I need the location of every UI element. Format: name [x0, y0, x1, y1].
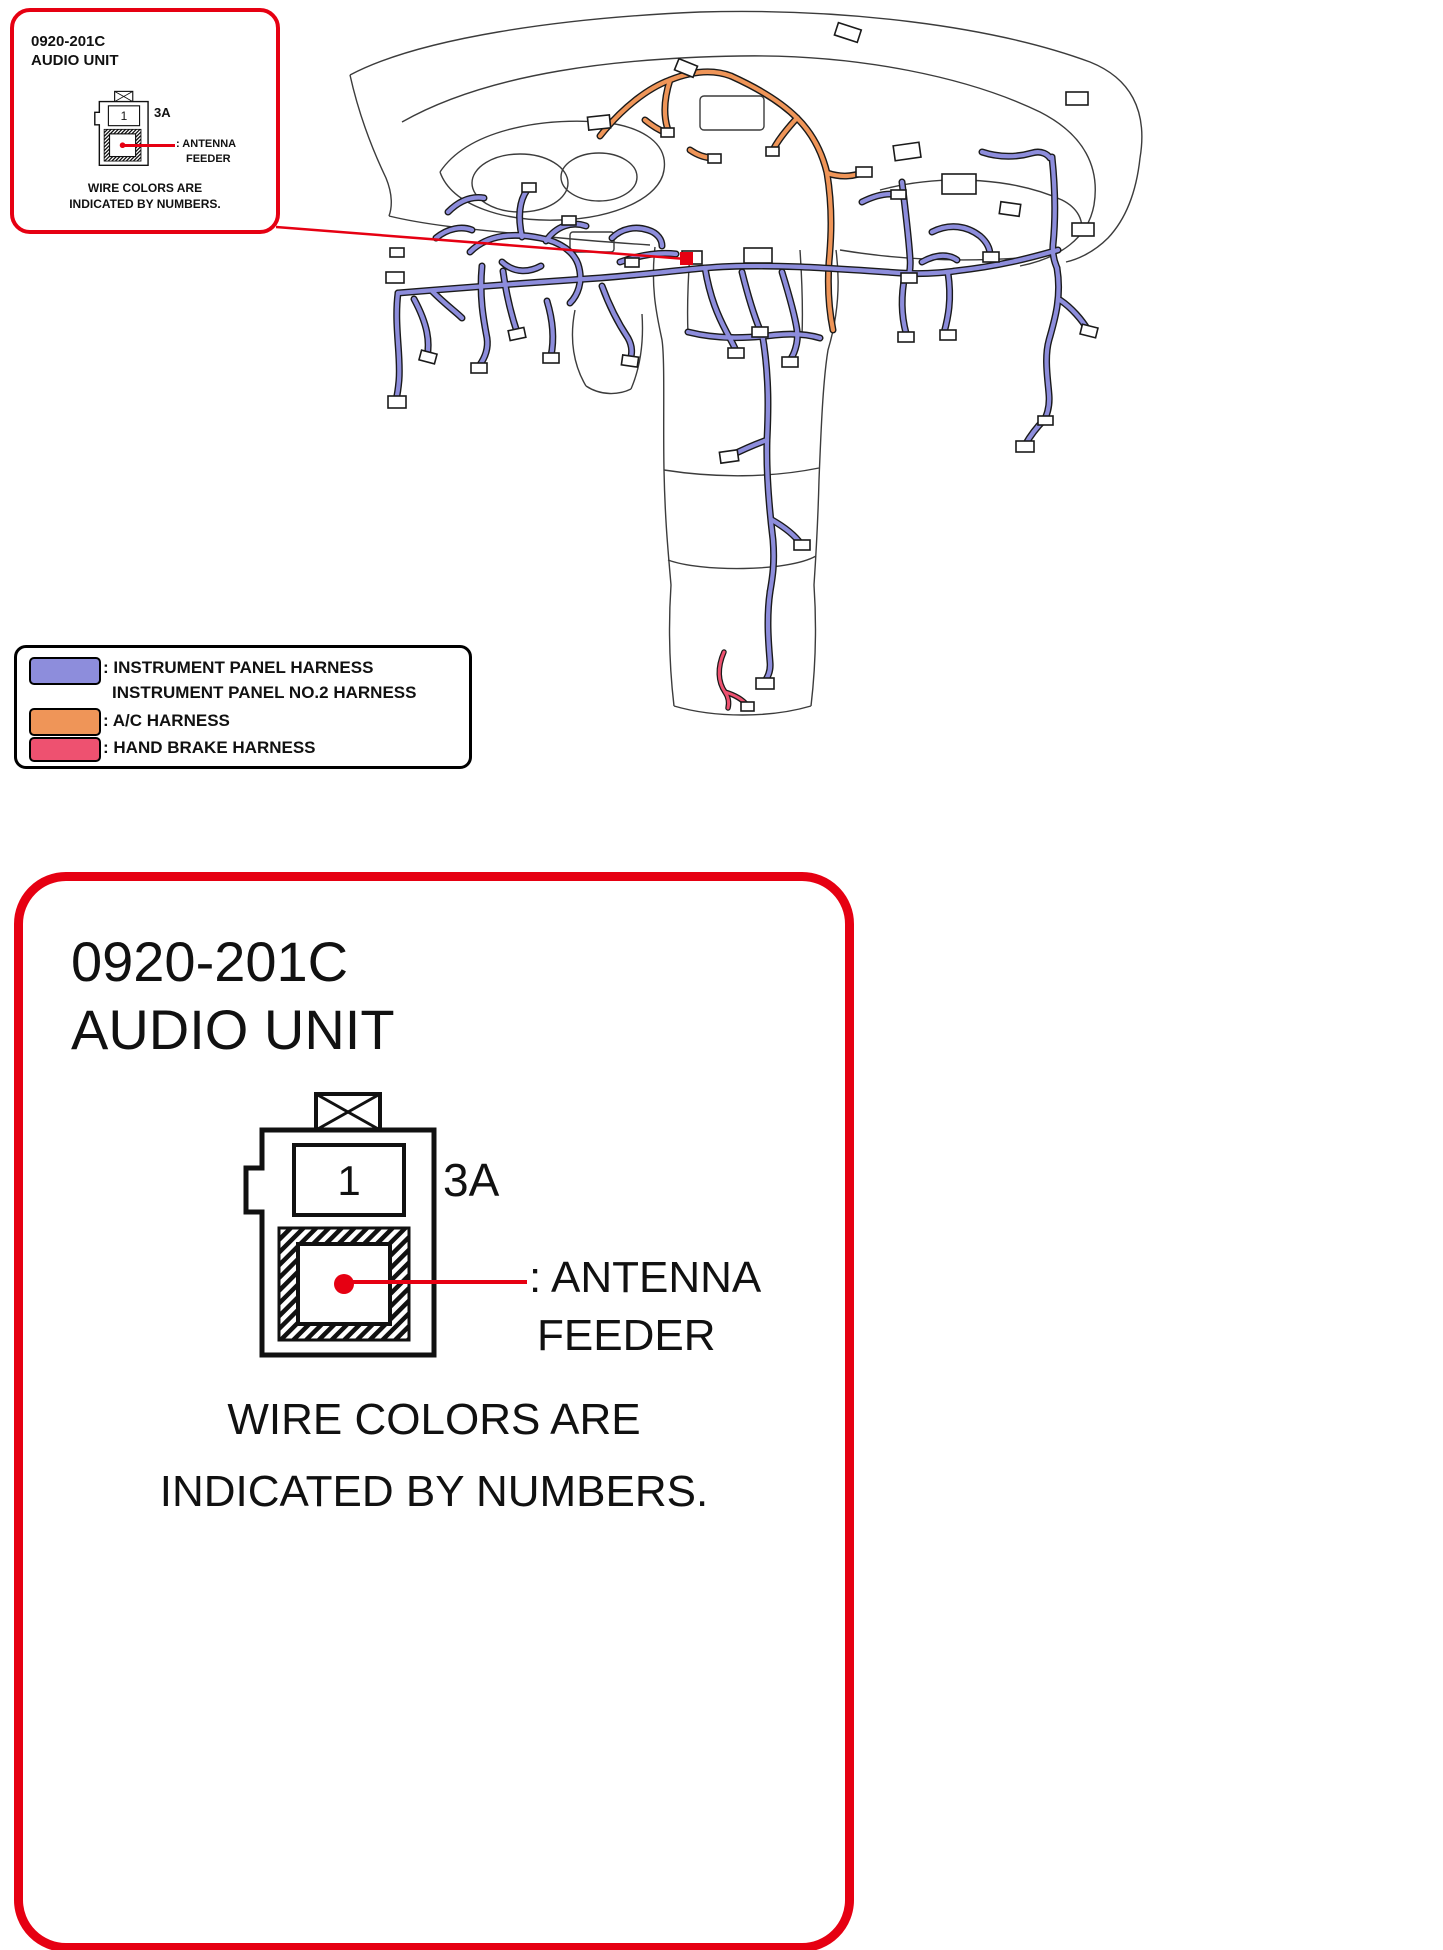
- audio-unit-callout-large: 0920-201C AUDIO UNIT 1 3A : ANTENNA FEED…: [14, 872, 854, 1950]
- wire-colors-note-line2: INDICATED BY NUMBERS.: [159, 1467, 709, 1516]
- antenna-pin-marker: [334, 1274, 354, 1294]
- bowtie-keying-symbol: [114, 90, 134, 103]
- legend-label-ac: : A/C HARNESS: [103, 711, 230, 730]
- harness-connectors: [385, 21, 1099, 712]
- hand-brake-harness-swatch: [29, 737, 101, 762]
- legend-label-hand-brake: : HAND BRAKE HARNESS: [103, 738, 316, 757]
- pin-1-cavity: [292, 1143, 406, 1217]
- part-name: AUDIO UNIT: [71, 998, 395, 1061]
- hand-brake-harness-wires: [719, 652, 747, 708]
- part-name: AUDIO UNIT: [31, 52, 119, 69]
- antenna-feeder-label-line1: : ANTENNA: [529, 1253, 762, 1302]
- instrument-panel-harness-swatch: [29, 657, 101, 685]
- bowtie-keying-symbol: [314, 1092, 382, 1132]
- wire-colors-note-line1: WIRE COLORS ARE: [227, 1395, 641, 1444]
- part-number: 0920-201C: [31, 33, 106, 50]
- part-number: 0920-201C: [71, 930, 349, 993]
- harness-legend: : INSTRUMENT PANEL HARNESS INSTRUMENT PA…: [14, 645, 472, 769]
- legend-label-instrument-panel-no2: INSTRUMENT PANEL NO.2 HARNESS: [112, 683, 417, 702]
- antenna-leader-line: [346, 1280, 527, 1284]
- antenna-feeder-label-line2: FEEDER: [537, 1311, 716, 1360]
- dashboard-outline: [349, 10, 1143, 716]
- amp-rating-label: 3A: [154, 105, 171, 120]
- antenna-feeder-label-line1: : ANTENNA: [176, 138, 237, 150]
- pin-number-label: 1: [337, 1157, 360, 1204]
- amp-rating-label: 3A: [443, 1154, 500, 1206]
- audio-unit-callout-small: 0920-201C AUDIO UNIT 1 3A : ANTENNA FEED…: [10, 8, 280, 234]
- audio-unit-connector-diagram: 1: [243, 1092, 437, 1358]
- ac-harness-swatch: [29, 708, 101, 736]
- wire-colors-note-line2: INDICATED BY NUMBERS.: [69, 197, 221, 211]
- antenna-leader-line: [124, 144, 175, 147]
- audio-unit-connector-diagram: 1: [94, 90, 149, 167]
- antenna-pin-marker: [119, 142, 126, 149]
- dashboard-harness-illustration: [275, 10, 1143, 716]
- callout-leader-line: [275, 225, 693, 265]
- pin-number-label: 1: [121, 109, 128, 123]
- pin-1-cavity: [107, 105, 141, 127]
- wire-colors-note-line1: WIRE COLORS ARE: [87, 181, 203, 195]
- legend-label-instrument-panel: : INSTRUMENT PANEL HARNESS: [103, 658, 374, 677]
- antenna-feeder-label-line2: FEEDER: [186, 153, 231, 165]
